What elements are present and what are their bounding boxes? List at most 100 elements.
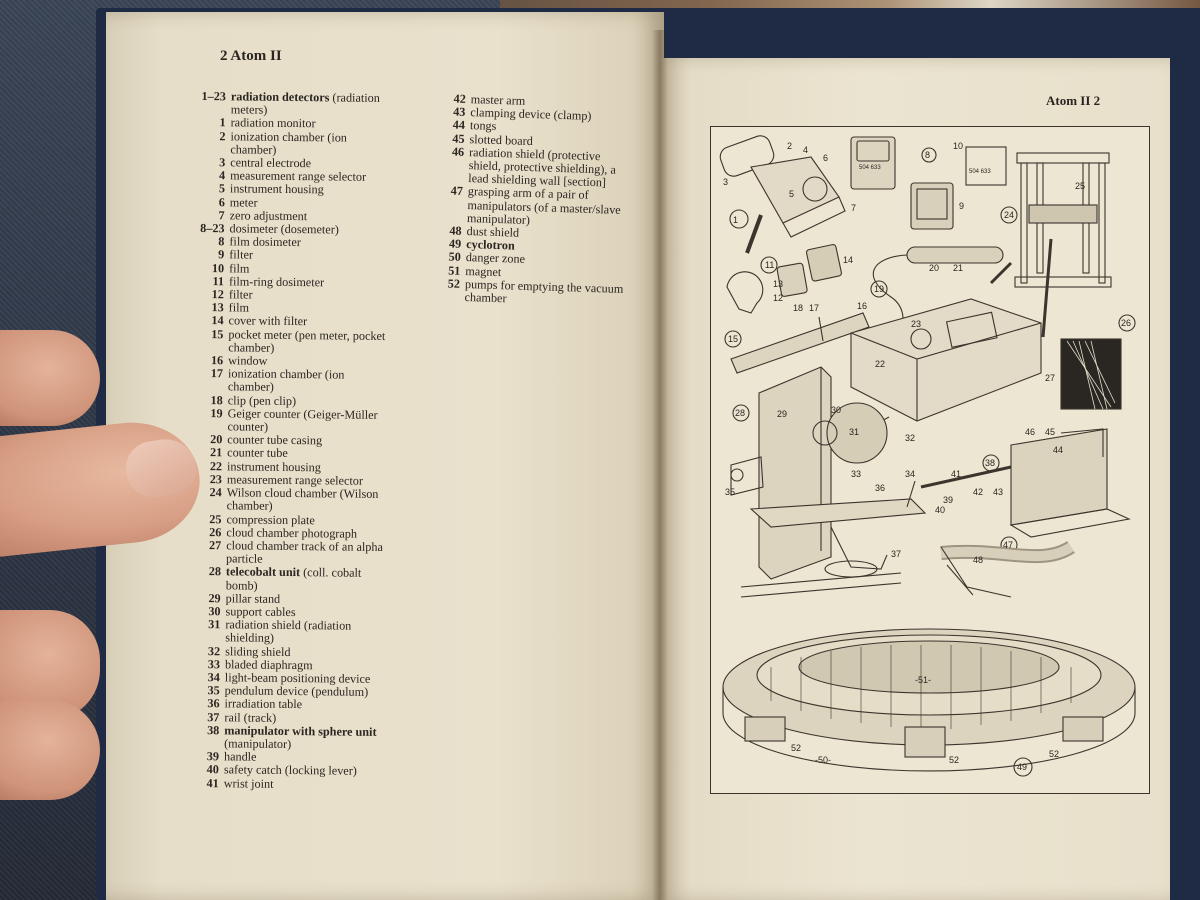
- legend-number: 41: [206, 775, 219, 790]
- figure-label-38: 38: [985, 458, 995, 468]
- figure-label-31: 31: [849, 427, 859, 437]
- legend-number: 27: [208, 538, 222, 553]
- figure-label-42: 42: [973, 487, 983, 497]
- legend-number: 9: [218, 247, 225, 262]
- figure-label-20: 20: [929, 263, 939, 273]
- legend-number: 1–23: [201, 89, 227, 104]
- figure-label-47: 47: [1003, 540, 1013, 550]
- figure-label-32: 32: [905, 433, 915, 443]
- illustration-plate: 1 2 3 4 5 6 7 8 9 10 11 12 13 14 15 16 1…: [710, 126, 1150, 794]
- legend-number: 36: [207, 696, 220, 711]
- figure-label-1: 1: [733, 215, 738, 225]
- figure-label-24: 24: [1004, 210, 1014, 220]
- figure-label-22: 22: [875, 359, 885, 369]
- figure-label-16: 16: [857, 301, 867, 311]
- figure-label-28: 28: [735, 408, 745, 418]
- book-gutter: [652, 30, 668, 900]
- figure-label-51: -51-: [915, 675, 931, 685]
- figure-label-3: 3: [723, 177, 728, 187]
- cloud-chamber-drawing: [989, 152, 1112, 338]
- figure-label-23: 23: [911, 319, 921, 329]
- cyclotron-drawing: [722, 628, 1136, 777]
- figure-label-12: 12: [773, 293, 783, 303]
- film-code-2: 504 633: [969, 169, 991, 175]
- figure-label-36: 36: [875, 483, 885, 493]
- figure-label-33: 33: [851, 469, 861, 479]
- legend-entry: 41 wrist joint: [189, 775, 381, 792]
- figure-label-8: 8: [925, 150, 930, 160]
- legend-number: 46: [451, 144, 465, 159]
- figure-label-9: 9: [959, 201, 964, 211]
- figure-label-45: 45: [1045, 427, 1055, 437]
- grasping-arm-drawing: [940, 536, 1075, 598]
- legend-number: 21: [209, 445, 223, 460]
- legend-number: 44: [452, 117, 466, 133]
- figure-label-30: 30: [831, 405, 841, 415]
- figure-label-29: 29: [777, 409, 787, 419]
- figure-label-11: 11: [765, 260, 774, 270]
- figure-label-7: 7: [851, 203, 856, 213]
- figure-label-25: 25: [1075, 181, 1085, 191]
- legend-number: 1: [219, 115, 226, 130]
- legend-text: chamber: [464, 290, 507, 306]
- figure-label-37: 37: [891, 549, 901, 559]
- figure-label-27: 27: [1045, 373, 1055, 383]
- right-page-heading: Atom II 2: [1046, 93, 1101, 108]
- film-code-1: 504 633: [859, 165, 881, 171]
- figure-label-50: -50-: [815, 755, 831, 765]
- figure-label-17: 17: [809, 303, 819, 313]
- figure-label-10: 10: [953, 141, 963, 151]
- figure-label-52b: 52: [949, 755, 959, 765]
- figure-label-35: 35: [725, 487, 735, 497]
- figure-label-4: 4: [803, 145, 808, 155]
- figure-label-5: 5: [789, 189, 794, 199]
- figure-label-52c: 52: [1049, 749, 1059, 759]
- legend-number: 28: [208, 564, 222, 579]
- figure-label-46: 46: [1025, 427, 1035, 437]
- legend-text: wrist joint: [223, 775, 274, 791]
- figure-label-43: 43: [993, 487, 1003, 497]
- legend-number: 31: [208, 617, 221, 632]
- figure-label-15: 15: [728, 334, 738, 344]
- manipulator-drawing: [906, 428, 1131, 538]
- figure-label-41: 41: [951, 469, 961, 479]
- legend-number: 32: [207, 643, 221, 658]
- figure-label-39: 39: [943, 495, 953, 505]
- legend-number: 5: [218, 181, 226, 196]
- illustration-drawing: 1 2 3 4 5 6 7 8 9 10 11 12 13 14 15 16 1…: [719, 135, 1136, 777]
- figure-label-6: 6: [823, 153, 828, 163]
- legend-number: 17: [210, 366, 224, 381]
- figure-label-34: 34: [905, 469, 915, 479]
- figure-label-21: 21: [953, 263, 963, 273]
- figure-label-26: 26: [1121, 318, 1131, 328]
- figure-label-44: 44: [1053, 445, 1063, 455]
- figure-label-19: 19: [874, 284, 884, 294]
- legend-number: 15: [211, 326, 224, 341]
- radiation-monitor-drawing: [719, 135, 846, 254]
- legend-number: 40: [206, 762, 219, 777]
- geiger-counter-drawing: [850, 246, 1042, 422]
- figure-label-49: 49: [1017, 762, 1027, 772]
- figure-label-2: 2: [787, 141, 792, 151]
- finger-index: [0, 330, 100, 426]
- legend-number: 2: [219, 128, 226, 143]
- legend-number: 10: [211, 260, 225, 275]
- finger-ring: [0, 700, 100, 800]
- left-page: [106, 12, 664, 900]
- figure-label-13: 13: [773, 279, 783, 289]
- legend-number: 6: [218, 194, 225, 209]
- left-page-heading: 2 Atom II: [220, 48, 282, 64]
- legend-number: 52: [447, 276, 461, 291]
- legend-number: 38: [207, 722, 220, 738]
- legend-number: 14: [211, 313, 224, 328]
